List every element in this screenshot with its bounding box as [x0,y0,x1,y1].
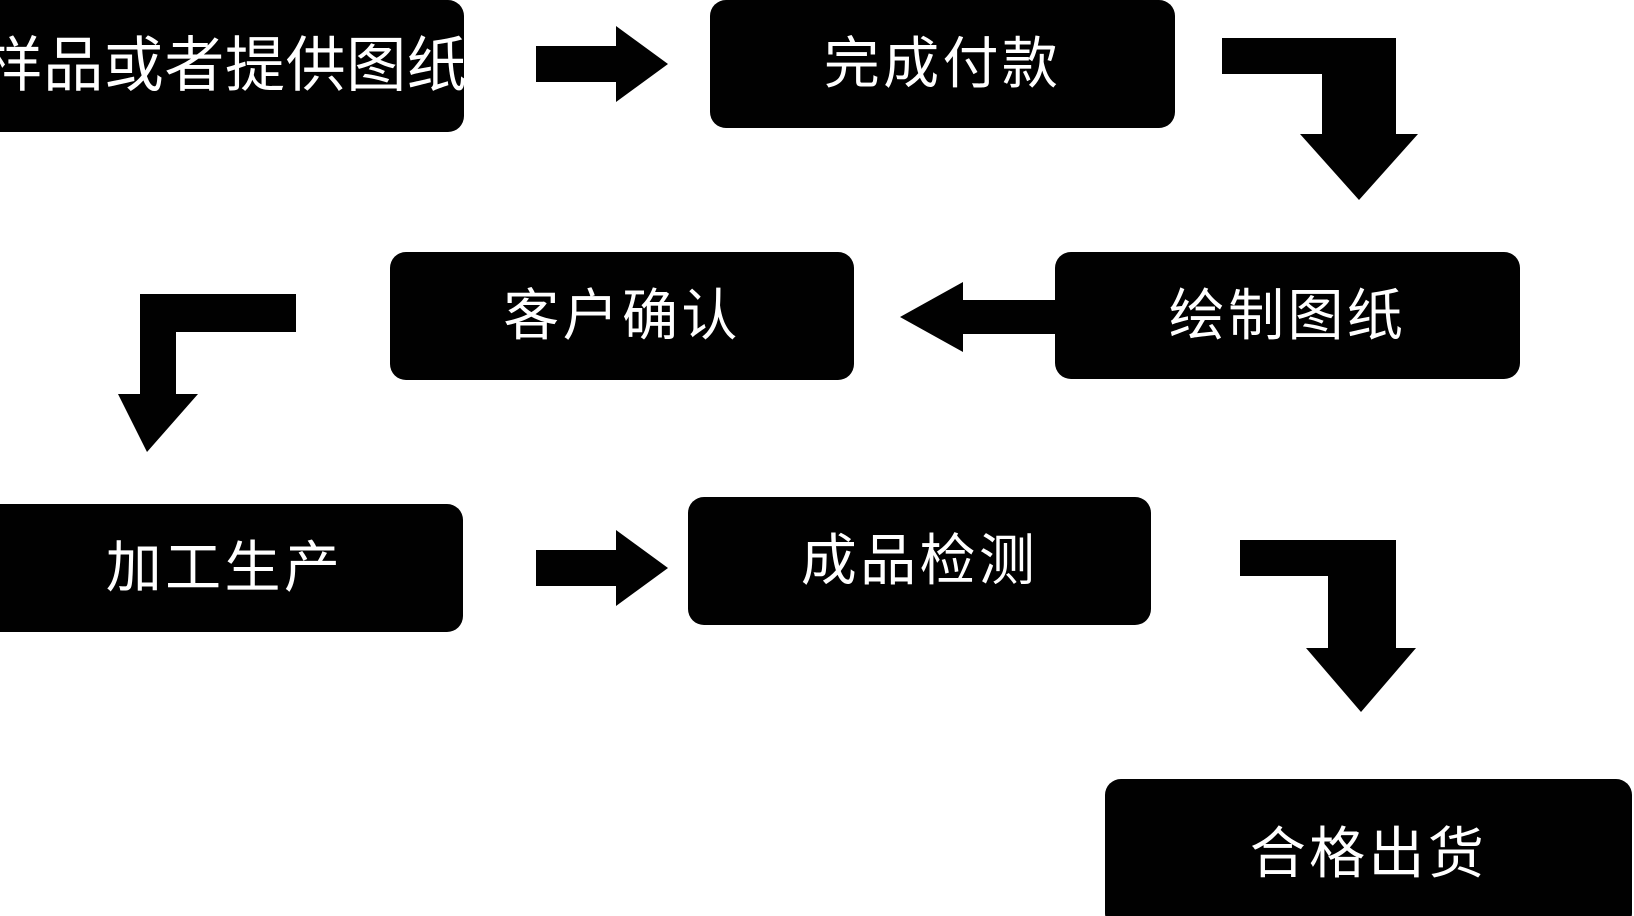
flow-node-draw-label: 绘制图纸 [1168,283,1407,347]
flow-node-production[interactable]: 加工生产 [0,504,463,632]
arrow-left-icon-draw-to-confirm [900,282,1058,352]
arrow-elbow-right-down-icon-inspection-to-shipment [1240,540,1416,712]
flow-node-sample[interactable]: 样品或者提供图纸 [0,0,468,132]
flow-node-confirm-label: 客户确认 [503,284,741,347]
flow-node-shipment[interactable]: 合格出货 [1105,779,1632,916]
flow-node-draw[interactable]: 绘制图纸 [1055,252,1520,379]
flow-node-confirm[interactable]: 客户确认 [390,252,854,380]
flow-node-shipment-label: 合格出货 [1249,822,1488,885]
flow-node-sample-label: 样品或者提供图纸 [0,32,468,99]
flow-node-inspection-label: 成品检测 [800,529,1039,592]
flow-node-production-label: 加工生产 [105,536,344,599]
arrow-elbow-right-down-icon-payment-to-draw [1222,38,1418,200]
flow-node-payment[interactable]: 完成付款 [710,0,1175,128]
flow-node-payment-label: 完成付款 [823,32,1062,95]
arrow-right-icon-production-to-inspection [536,530,668,606]
arrow-right-icon-sample-to-payment [536,26,668,102]
flow-node-inspection[interactable]: 成品检测 [688,497,1151,625]
arrow-elbow-left-down-icon-confirm-to-production [118,294,296,452]
